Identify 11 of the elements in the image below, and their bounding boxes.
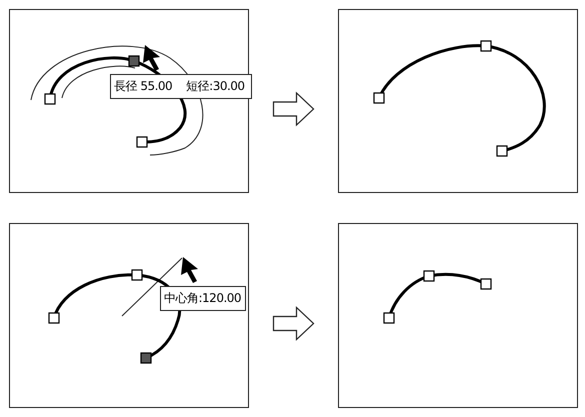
drawing-panel bbox=[9, 223, 249, 408]
tooltip-text: 短径:30.00 bbox=[186, 78, 245, 95]
tooltip bbox=[160, 286, 246, 311]
block-arrow bbox=[272, 306, 314, 341]
drawing-panel bbox=[9, 9, 249, 193]
block-arrow bbox=[272, 92, 314, 126]
drawing-panel bbox=[338, 223, 578, 408]
drawing-panel bbox=[338, 9, 578, 193]
tooltip-text: 中心角:120.00 bbox=[164, 290, 242, 307]
tooltip bbox=[110, 74, 252, 99]
tooltip-text: 長径 55.00 bbox=[114, 78, 172, 95]
